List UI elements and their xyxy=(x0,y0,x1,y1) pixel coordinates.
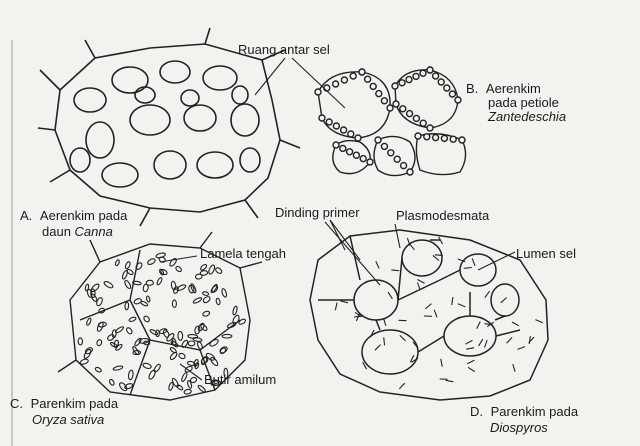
panel-b-caption: B. Aerenkim pada petiole Zantedeschia xyxy=(466,82,566,124)
panel-b-bead xyxy=(381,143,387,149)
panel-c-species: Oryza sativa xyxy=(32,412,104,427)
panel-b-bead xyxy=(348,131,354,137)
panel-a-genus: Canna xyxy=(75,224,113,239)
panel-c-caption: C. Parenkim pada Oryza sativa xyxy=(10,396,118,428)
panel-b-bead xyxy=(333,142,339,148)
label-butir-amilum: Butir amilum xyxy=(204,372,276,387)
panel-c-line1: Parenkim pada xyxy=(31,396,118,411)
panel-b-bead xyxy=(388,150,394,156)
panel-b-bead xyxy=(355,135,361,141)
panel-b-genus: Zantedeschia xyxy=(488,109,566,124)
panel-b-bead xyxy=(401,163,407,169)
label-plasmodesmata: Plasmodesmata xyxy=(396,208,489,223)
panel-b-bead xyxy=(333,81,339,87)
panel-b-line1: Aerenkim xyxy=(486,81,541,96)
label-lamela-tengah: Lamela tengah xyxy=(200,246,286,261)
panel-a-line1: Aerenkim pada xyxy=(40,208,127,223)
panel-a-letter: A. xyxy=(20,208,32,223)
panel-b-bead xyxy=(341,77,347,83)
panel-b-bead xyxy=(413,115,419,121)
panel-b-bead xyxy=(315,89,321,95)
panel-b-bead xyxy=(420,70,426,76)
panel-b-bead xyxy=(347,149,353,155)
label-ruang-antar-sel: Ruang antar sel xyxy=(238,42,330,57)
panel-d-caption: D. Parenkim pada Diospyros xyxy=(470,404,578,436)
panel-b-bead xyxy=(433,135,439,141)
panel-b-bead xyxy=(406,77,412,83)
panel-b-bead xyxy=(420,120,426,126)
panel-b-bead xyxy=(459,137,465,143)
panel-b-bead xyxy=(413,73,419,79)
panel-b-bead xyxy=(407,111,413,117)
panel-b-line2: pada petiole xyxy=(488,95,559,110)
panel-a-line2-prefix: daun xyxy=(42,224,75,239)
panel-b-bead xyxy=(427,125,433,131)
panel-a-caption: A. Aerenkim pada daun Canna xyxy=(20,208,127,240)
panel-b-bead xyxy=(326,119,332,125)
panel-b-bead xyxy=(359,69,365,75)
panel-b-bead xyxy=(333,123,339,129)
panel-b-bead xyxy=(455,97,461,103)
panel-b-bead xyxy=(424,134,430,140)
panel-b-bead xyxy=(444,85,450,91)
panel-b-bead xyxy=(407,169,413,175)
panel-b-bead xyxy=(341,127,347,133)
panel-b-bead xyxy=(376,91,382,97)
panel-b-bead xyxy=(370,83,376,89)
panel-c-letter: C. xyxy=(10,396,23,411)
panel-b-bead xyxy=(450,136,456,142)
panel-b-bead xyxy=(415,133,421,139)
panel-b-bead xyxy=(387,105,393,111)
panel-d-line1: Parenkim pada xyxy=(491,404,578,419)
panel-d-letter: D. xyxy=(470,404,483,419)
panel-b-bead xyxy=(365,76,371,82)
panel-b-bead xyxy=(375,137,381,143)
panel-b-bead xyxy=(353,152,359,158)
panel-d-genus: Diospyros xyxy=(490,420,548,435)
panel-b-bead xyxy=(367,159,373,165)
panel-b-bead xyxy=(360,156,366,162)
panel-b-bead xyxy=(399,80,405,86)
panel-b-letter: B. xyxy=(466,81,478,96)
panel-b-bead xyxy=(394,156,400,162)
panel-b-bead xyxy=(340,145,346,151)
panel-b-bead xyxy=(433,73,439,79)
panel-b-bead xyxy=(392,83,398,89)
panel-b-bead xyxy=(449,91,455,97)
panel-b-bead xyxy=(427,67,433,73)
panel-b-bead xyxy=(400,106,406,112)
label-lumen-sel: Lumen sel xyxy=(516,246,576,261)
panel-b-bead xyxy=(350,73,356,79)
label-dinding-primer: Dinding primer xyxy=(275,205,360,220)
panel-b-bead xyxy=(319,115,325,121)
panel-b-bead xyxy=(438,79,444,85)
panel-b-bead xyxy=(441,135,447,141)
panel-d-tick xyxy=(435,255,443,256)
panel-b-bead xyxy=(393,101,399,107)
panel-b-bead xyxy=(381,98,387,104)
